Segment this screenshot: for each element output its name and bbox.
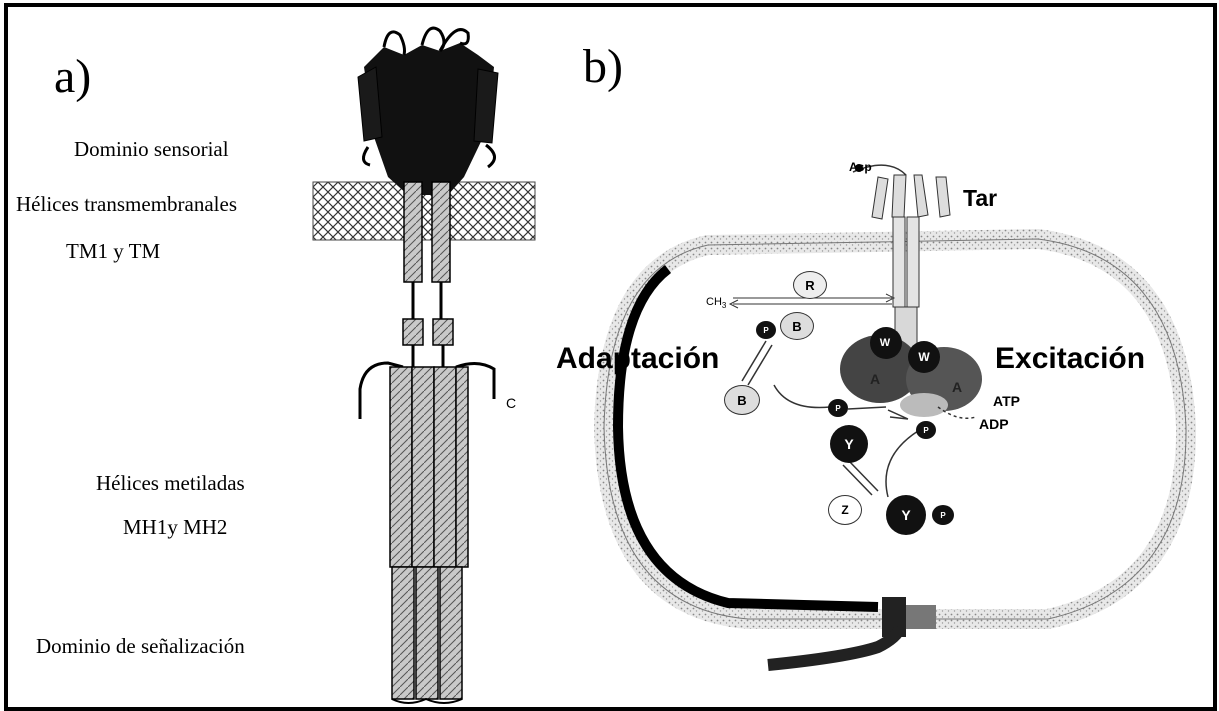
transmembrane-helices-label: Hélices transmembranales (16, 192, 237, 217)
linker-segments-shape (403, 319, 453, 367)
asp-label: Asp (849, 160, 872, 174)
atp-label: ATP (993, 393, 1020, 409)
c-terminus-label: C (506, 395, 516, 411)
tm-label: TM1 y TM (66, 239, 160, 264)
tar-label: Tar (963, 185, 997, 212)
panel-b-label: b) (583, 39, 623, 94)
methylated-helices-shape (360, 363, 494, 567)
chey-protein: Y (830, 425, 868, 463)
mh-label: MH1y MH2 (123, 515, 227, 540)
chea-protein-right: A (946, 377, 968, 397)
figure-frame: R B P B P W W A A P Y Y P Z a) b) Domini… (4, 3, 1217, 711)
chea-protein-left: A (864, 369, 886, 389)
methylated-helices-label: Hélices metiladas (96, 471, 245, 496)
cheb-protein-top: B (780, 312, 814, 340)
signaling-domain-label: Dominio de señalización (36, 634, 245, 659)
tar-receptor-shape (853, 164, 950, 367)
chew-protein-right: W (913, 347, 935, 367)
methyl-label: CH3 (706, 296, 726, 310)
phospho-marker-b: P (756, 321, 776, 339)
cher-protein: R (793, 271, 827, 299)
adaptation-label: Adaptación (556, 342, 719, 376)
methyl-subscript: 3 (722, 301, 726, 310)
methyl-text: CH (706, 296, 722, 308)
panel-a-label: a) (54, 49, 91, 104)
signaling-domain-shape (392, 567, 462, 703)
chew-protein-left: W (874, 333, 896, 353)
cheb-protein-bottom: B (724, 385, 760, 415)
phospho-marker-y: P (932, 505, 954, 525)
chez-protein: Z (828, 495, 862, 525)
sensory-domain-shape (358, 28, 498, 195)
cheyp-protein: Y (886, 495, 926, 535)
adp-label: ADP (979, 416, 1009, 432)
phospho-marker-chea: P (916, 421, 936, 439)
sensory-domain-label: Dominio sensorial (74, 137, 229, 162)
phospho-marker-mid: P (828, 399, 848, 417)
excitation-label: Excitación (995, 342, 1145, 376)
